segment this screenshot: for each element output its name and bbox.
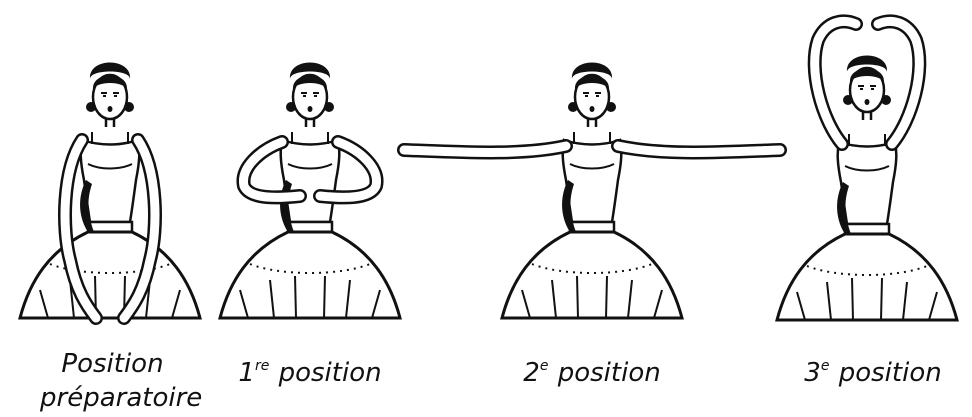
caption-word: position bbox=[839, 358, 942, 388]
caption-number: 2 bbox=[523, 358, 540, 388]
figure-second-position bbox=[404, 63, 780, 319]
caption-ordinal-suffix: re bbox=[255, 358, 269, 374]
caption-word: position bbox=[279, 358, 382, 388]
caption-preparatory-position: Position préparatoire bbox=[40, 347, 185, 415]
caption-number: 3 bbox=[804, 358, 821, 388]
figure-third-position bbox=[777, 21, 957, 320]
figure-preparatory-position bbox=[20, 63, 200, 319]
caption-first-position: 1re position bbox=[236, 349, 384, 390]
caption-ordinal-suffix: e bbox=[540, 358, 549, 374]
caption-line-2: préparatoire bbox=[40, 381, 185, 415]
caption-second-position: 2e position bbox=[522, 349, 662, 390]
caption-number: 1 bbox=[238, 358, 255, 388]
caption-line-1: Position bbox=[40, 347, 185, 381]
figure-first-position bbox=[220, 63, 400, 319]
caption-ordinal-suffix: e bbox=[821, 358, 830, 374]
caption-word: position bbox=[558, 358, 661, 388]
caption-third-position: 3e position bbox=[800, 349, 946, 390]
